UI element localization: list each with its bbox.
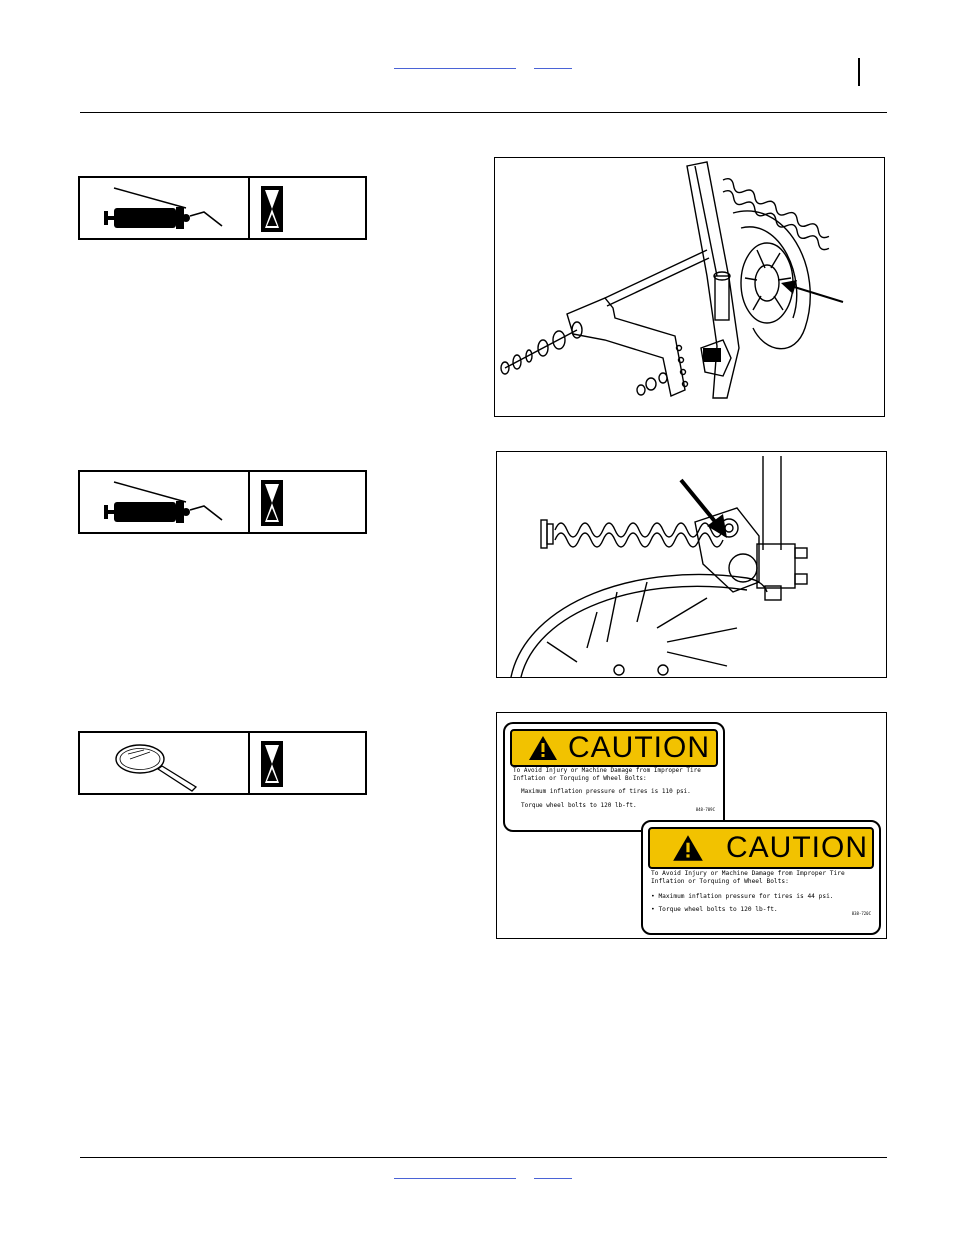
- spring-pivot-illustration: [510, 456, 808, 677]
- caution-header-2: CAUTION: [648, 827, 874, 869]
- hourglass-icon: [261, 186, 283, 232]
- change-bar: [858, 58, 860, 86]
- header-link-1[interactable]: [394, 68, 516, 69]
- caution-intro-2: To Avoid Injury or Machine Damage from I…: [651, 870, 845, 885]
- grease-cell: [80, 178, 250, 238]
- caution-body-1: To Avoid Injury or Machine Damage from I…: [510, 763, 718, 814]
- lubrication-icon-box-1: [78, 176, 367, 240]
- inspection-icon-box: [78, 731, 367, 795]
- warning-triangle-icon: [529, 736, 557, 760]
- lubrication-icon-box-2: [78, 470, 367, 534]
- caution-code-1: 848-709C: [695, 807, 715, 812]
- interval-cell: [250, 472, 365, 532]
- caution-decals-figure: CAUTION To Avoid Injury or Machine Damag…: [496, 712, 887, 939]
- caution-body-2: To Avoid Injury or Machine Damage from I…: [648, 865, 874, 918]
- caution-header-1: CAUTION: [510, 729, 718, 767]
- warning-triangle-icon: [673, 835, 703, 861]
- hourglass-icon: [261, 480, 283, 526]
- caution-line-1b: Torque wheel bolts to 120 lb-ft.: [521, 801, 637, 809]
- magnifier-icon: [115, 744, 198, 792]
- caution-line-1a: Maximum inflation pressure of tires is 1…: [521, 788, 691, 795]
- footer-rule: [80, 1157, 887, 1158]
- header-rule: [80, 112, 887, 113]
- interval-cell: [250, 178, 365, 238]
- gauge-wheel-arm-illustration: [500, 161, 844, 399]
- grease-gun-icon: [104, 187, 223, 229]
- footer-link-1[interactable]: [394, 1178, 516, 1179]
- caution-heading-1: CAUTION: [568, 731, 710, 764]
- caution-heading-2: CAUTION: [726, 831, 868, 864]
- caution-code-2: 838-720C: [851, 911, 871, 916]
- caution-line-2b: • Torque wheel bolts to 120 lb-ft.: [651, 906, 778, 913]
- caution-intro-1: To Avoid Injury or Machine Damage from I…: [513, 767, 701, 782]
- interval-cell: [250, 733, 365, 793]
- caution-line-2a: • Maximum inflation pressure for tires i…: [651, 893, 834, 900]
- header-link-2[interactable]: [534, 68, 572, 69]
- grease-gun-icon: [104, 481, 223, 523]
- spring-pivot-figure: [496, 451, 887, 678]
- caution-decal-2: CAUTION To Avoid Injury or Machine Damag…: [641, 820, 881, 935]
- grease-cell: [80, 472, 250, 532]
- hourglass-icon: [261, 741, 283, 787]
- footer-link-2[interactable]: [534, 1178, 572, 1179]
- inspect-cell: [80, 733, 250, 793]
- gauge-wheel-arm-figure: [494, 157, 885, 417]
- caution-decal-1: CAUTION To Avoid Injury or Machine Damag…: [503, 722, 725, 832]
